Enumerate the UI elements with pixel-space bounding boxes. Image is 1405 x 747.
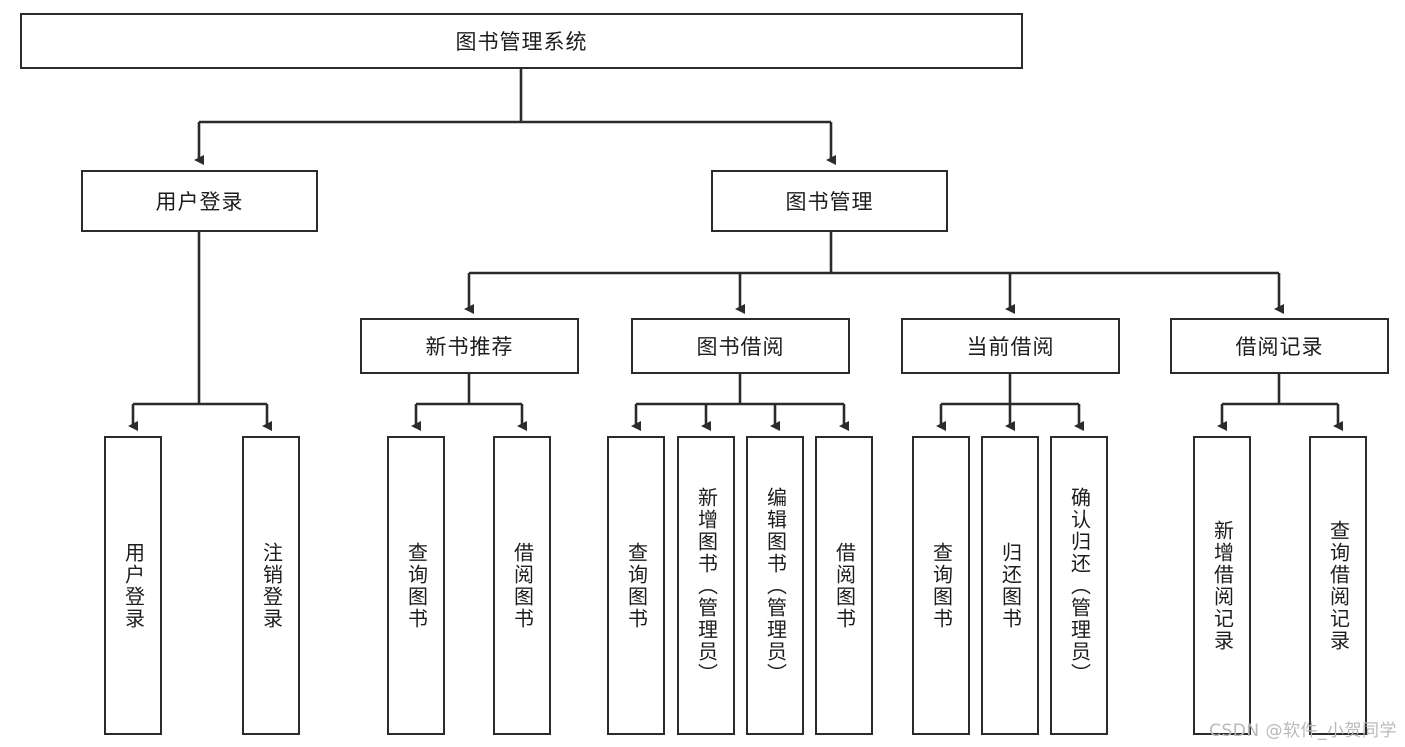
leaf-add-borrow-record[interactable]: 新增借阅记录: [1193, 436, 1251, 735]
leaf-query-book-new-recommend[interactable]: 查询图书: [387, 436, 445, 735]
node-label: 确认归还（管理员）: [1067, 486, 1092, 685]
leaf-query-book-current[interactable]: 查询图书: [912, 436, 970, 735]
node-label: 借阅图书: [832, 541, 857, 630]
leaf-borrow-book[interactable]: 借阅图书: [815, 436, 873, 735]
leaf-borrow-book-new-recommend[interactable]: 借阅图书: [493, 436, 551, 735]
node-label: 归还图书: [998, 541, 1023, 630]
leaf-edit-book[interactable]: 编辑图书（管理员）: [746, 436, 804, 735]
leaf-add-book[interactable]: 新增图书（管理员）: [677, 436, 735, 735]
node-label: 借阅图书: [510, 541, 535, 630]
node-label: 注销登录: [259, 541, 284, 630]
leaf-logout-login[interactable]: 注销登录: [242, 436, 300, 735]
node-label: 新增借阅记录: [1210, 519, 1235, 652]
node-label: 用户登录: [155, 190, 244, 214]
node-label: 新书推荐: [425, 335, 514, 359]
node-label: 图书借阅: [696, 335, 785, 359]
node-book-management[interactable]: 图书管理: [711, 170, 948, 232]
node-current-borrow[interactable]: 当前借阅: [901, 318, 1120, 374]
leaf-query-borrow-record[interactable]: 查询借阅记录: [1309, 436, 1367, 735]
node-book-management-system[interactable]: 图书管理系统: [20, 13, 1023, 69]
node-label: 图书管理: [785, 190, 874, 214]
node-label: 借阅记录: [1235, 335, 1324, 359]
leaf-confirm-return[interactable]: 确认归还（管理员）: [1050, 436, 1108, 735]
node-label: 新增图书（管理员）: [694, 486, 719, 685]
node-label: 用户登录: [121, 541, 146, 630]
node-label: 查询图书: [404, 541, 429, 630]
node-user-login[interactable]: 用户登录: [81, 170, 318, 232]
leaf-return-book[interactable]: 归还图书: [981, 436, 1039, 735]
leaf-query-book-borrow[interactable]: 查询图书: [607, 436, 665, 735]
node-label: 查询图书: [624, 541, 649, 630]
node-label: 当前借阅: [966, 335, 1055, 359]
leaf-user-login[interactable]: 用户登录: [104, 436, 162, 735]
node-borrow-record[interactable]: 借阅记录: [1170, 318, 1389, 374]
node-label: 图书管理系统: [455, 30, 588, 54]
node-book-borrow[interactable]: 图书借阅: [631, 318, 850, 374]
node-new-book-recommend[interactable]: 新书推荐: [360, 318, 579, 374]
node-label: 查询借阅记录: [1326, 519, 1351, 652]
node-label: 编辑图书（管理员）: [763, 486, 788, 685]
node-label: 查询图书: [929, 541, 954, 630]
